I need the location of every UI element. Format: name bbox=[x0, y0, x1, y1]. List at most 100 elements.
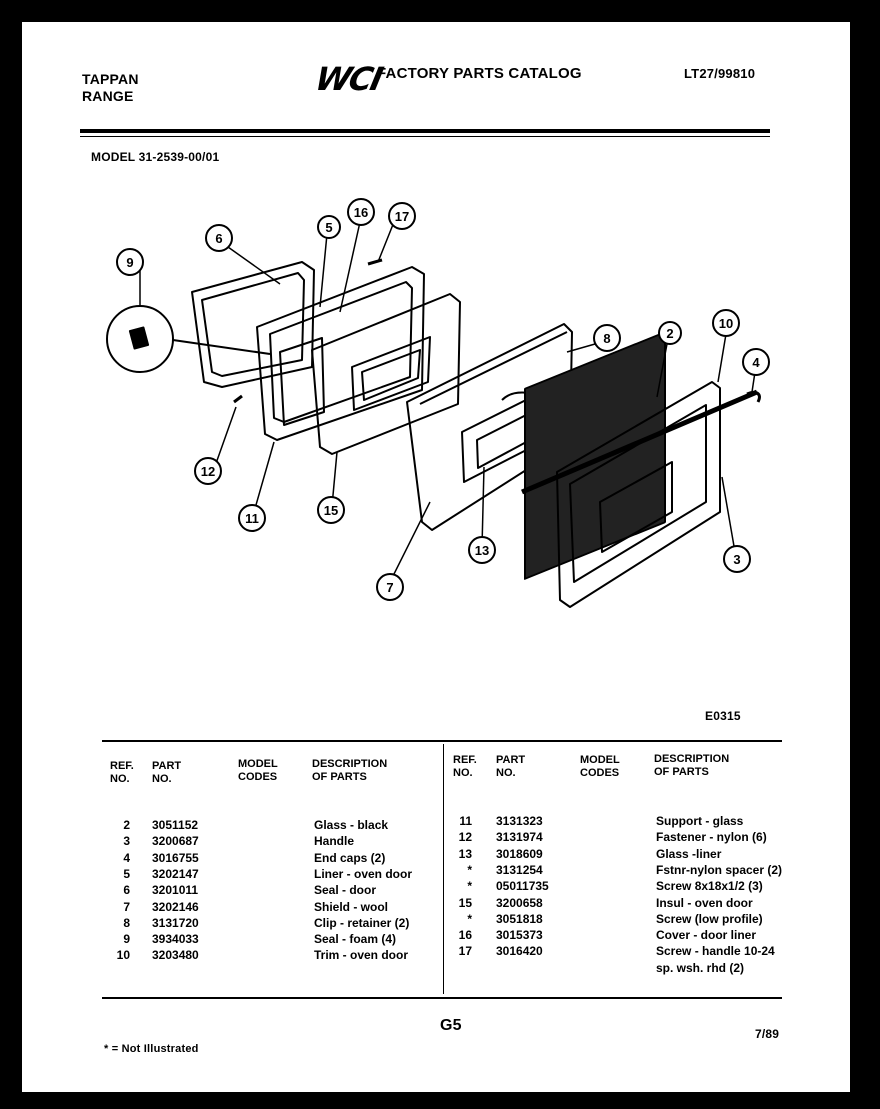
ref-no-header: REF. NO. bbox=[110, 760, 134, 785]
insulation-part bbox=[311, 293, 461, 455]
header-divider-thin bbox=[80, 136, 770, 137]
description-header: DESCRIPTION OF PARTS bbox=[654, 753, 730, 778]
ref-no: 2 bbox=[123, 818, 130, 832]
ref-no: 16 bbox=[458, 928, 472, 943]
part-description: Liner - oven door bbox=[314, 866, 413, 881]
part-description: Shield - wool bbox=[314, 899, 388, 914]
ref-no: 10 bbox=[116, 948, 130, 963]
ref-no: 15 bbox=[458, 895, 472, 910]
part-description: Seal - foam (4) bbox=[314, 932, 397, 947]
part-description: Trim - oven door bbox=[314, 948, 409, 963]
part-no: 3016420 bbox=[496, 944, 543, 959]
table-bottom-rule bbox=[102, 997, 782, 999]
part-no: 3015373 bbox=[496, 928, 543, 943]
exploded-parts-diagram: 9 6 5 16 17 8 2 10 4 12 11 15 7 13 3 bbox=[106, 198, 770, 608]
part-description: Glass - black bbox=[314, 818, 389, 832]
part-description: Support - glass bbox=[656, 814, 744, 828]
callout-8 bbox=[593, 324, 621, 352]
callout-label: 5 bbox=[325, 220, 332, 235]
ref-no: 13 bbox=[458, 846, 472, 861]
part-no: 3131974 bbox=[496, 830, 543, 845]
ref-no: 4 bbox=[123, 850, 130, 865]
callout-17 bbox=[388, 202, 416, 230]
handle-part bbox=[521, 389, 758, 495]
ref-no: * bbox=[467, 862, 472, 877]
part-no: 3202147 bbox=[152, 866, 199, 881]
ref-no: 8 bbox=[123, 915, 130, 930]
ref-no: 5 bbox=[123, 866, 130, 881]
part-description: Fastener - nylon (6) bbox=[656, 830, 767, 845]
part-no: 3934033 bbox=[152, 932, 199, 947]
header-divider bbox=[80, 129, 770, 133]
ref-no: 3 bbox=[123, 834, 130, 849]
part-no: 3200687 bbox=[152, 834, 199, 849]
callout-label: 16 bbox=[354, 205, 368, 220]
table-top-rule bbox=[102, 740, 782, 742]
model-codes-header: MODEL CODES bbox=[238, 758, 278, 783]
part-description: Screw 8x18x1/2 (3) bbox=[656, 879, 763, 894]
ref-no: 11 bbox=[459, 814, 472, 828]
not-illustrated-note: * = Not Illustrated bbox=[104, 1043, 199, 1055]
part-no: 3016755 bbox=[152, 850, 199, 865]
ref-no: 17 bbox=[458, 944, 472, 959]
part-no: 3131720 bbox=[152, 915, 199, 930]
callout-3 bbox=[723, 545, 751, 573]
callout-label: 7 bbox=[386, 580, 393, 595]
catalog-code: LT27/99810 bbox=[684, 66, 756, 81]
callout-label: 12 bbox=[201, 464, 215, 479]
catalog-date: 7/89 bbox=[755, 1027, 780, 1041]
ref-no: 6 bbox=[123, 883, 130, 898]
callout-11 bbox=[238, 504, 266, 532]
ref-no: 12 bbox=[458, 830, 472, 845]
part-description: Cover - door liner bbox=[656, 928, 757, 943]
product-type: RANGE bbox=[82, 88, 134, 104]
callout-label: 13 bbox=[475, 543, 489, 558]
callout-label: 6 bbox=[215, 231, 222, 246]
callout-5 bbox=[317, 215, 341, 239]
part-description: Fstnr-nylon spacer (2) bbox=[656, 862, 783, 877]
callout-13 bbox=[468, 536, 496, 564]
part-no: 3131254 bbox=[496, 862, 543, 877]
part-description: Clip - retainer (2) bbox=[314, 915, 410, 930]
trim-frame-part bbox=[556, 381, 721, 608]
ref-no-header: REF. NO. bbox=[453, 754, 477, 779]
callout-12 bbox=[194, 457, 222, 485]
ref-no: 9 bbox=[123, 932, 130, 947]
part-no-header: PART NO. bbox=[152, 760, 182, 785]
callout-label: 8 bbox=[603, 331, 610, 346]
door-seal-part bbox=[191, 261, 315, 388]
part-description: Screw (low profile) bbox=[656, 911, 763, 926]
callout-10 bbox=[712, 309, 740, 337]
part-description: Handle bbox=[314, 834, 355, 849]
part-no: 3201011 bbox=[152, 883, 199, 898]
part-no: 3131323 bbox=[496, 814, 543, 828]
part-description: Seal - door bbox=[314, 883, 377, 898]
part-no: 3202146 bbox=[152, 899, 199, 914]
callout-label: 3 bbox=[733, 552, 740, 567]
page-number: G5 bbox=[440, 1017, 462, 1034]
part-description: Insul - oven door bbox=[656, 895, 753, 910]
callout-label: 11 bbox=[245, 511, 259, 526]
part-no: 3051152 bbox=[152, 818, 199, 832]
description-header: DESCRIPTION OF PARTS bbox=[312, 758, 388, 783]
ref-no: * bbox=[467, 911, 472, 926]
figure-code: E0315 bbox=[705, 709, 741, 723]
callout-label: 10 bbox=[719, 316, 733, 331]
part-description: Glass -liner bbox=[656, 846, 722, 861]
part-no-header: PART NO. bbox=[496, 754, 526, 779]
part-no: 3018609 bbox=[496, 846, 543, 861]
callout-9 bbox=[116, 248, 144, 276]
callout-label: 2 bbox=[666, 326, 673, 341]
brand-name: TAPPAN bbox=[82, 71, 139, 87]
part-no: 3200658 bbox=[496, 895, 543, 910]
catalog-page: TAPPAN RANGE WCI FACTORY PARTS CATALOG L… bbox=[22, 22, 850, 1092]
part-no: 3203480 bbox=[152, 948, 199, 963]
callout-label: 4 bbox=[752, 355, 760, 370]
catalog-title: FACTORY PARTS CATALOG bbox=[377, 65, 582, 82]
part-description: sp. wsh. rhd (2) bbox=[656, 960, 745, 975]
callout-label: 17 bbox=[395, 209, 409, 224]
black-glass-part bbox=[524, 331, 666, 580]
callout-label: 9 bbox=[126, 255, 133, 270]
table-column-divider bbox=[443, 744, 444, 994]
part-no: 3051818 bbox=[496, 911, 543, 926]
